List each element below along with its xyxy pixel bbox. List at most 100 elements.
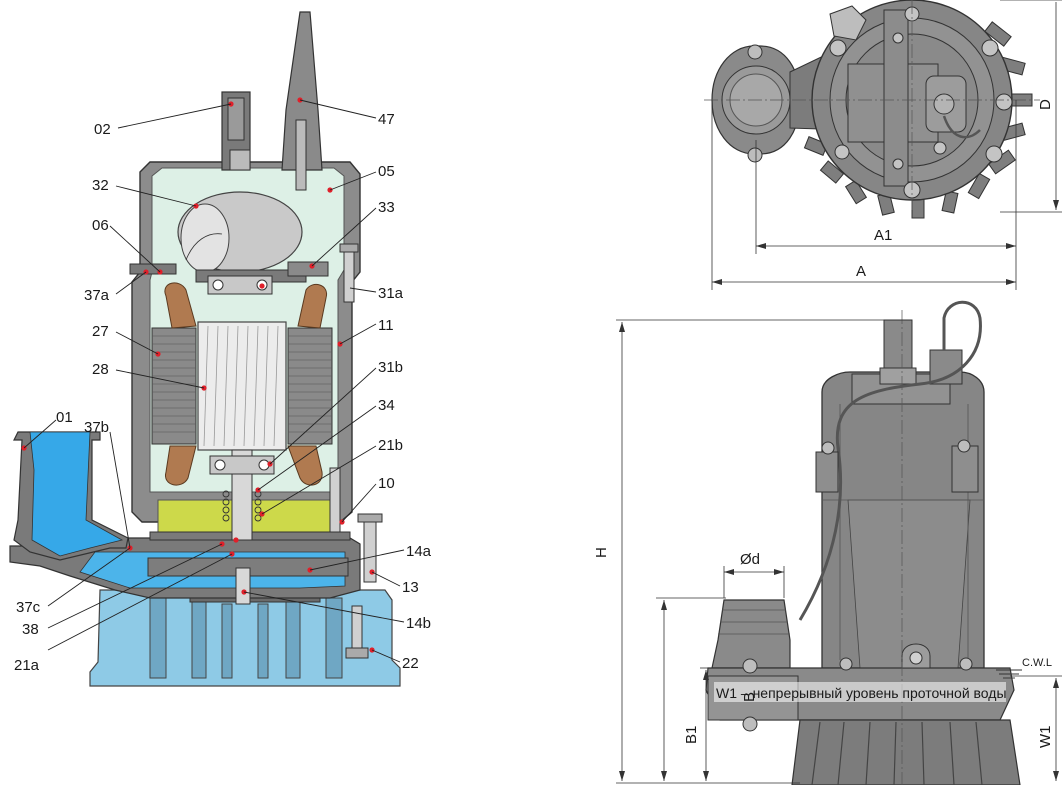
dim-d-arrow-left — [724, 569, 734, 575]
label-05: 05 — [378, 163, 395, 180]
right-top-bolt-head — [339, 243, 359, 253]
w-note-background — [714, 682, 1006, 702]
elev-side-bolt-right — [957, 439, 971, 453]
winding-bottom-left — [165, 445, 197, 486]
elev-side-bolt-left — [821, 441, 835, 455]
dim-d-label: Ød — [740, 551, 760, 568]
seal-spring — [222, 490, 262, 522]
label-01: 01 — [56, 409, 73, 426]
label-21b: 21b — [378, 437, 403, 454]
bolt-22-nut — [345, 647, 369, 659]
pump-base — [89, 589, 401, 687]
elev-pipe-ribs — [718, 609, 790, 635]
elev-top-bolt-2 — [959, 657, 973, 671]
label-31b: 31b — [378, 359, 403, 376]
dim-A1-arrow-right — [1006, 243, 1016, 249]
dim-A1-arrow-left — [756, 243, 766, 249]
plan-view: A1 A D — [704, 0, 1062, 290]
lower-bearing-ball-1 — [214, 459, 226, 471]
dim-B1-label: B1 — [683, 726, 700, 744]
lower-bearing — [209, 455, 275, 475]
dim-W1-label: W1 — [1037, 726, 1054, 749]
bearing-ball-1 — [212, 279, 224, 291]
label-02: 02 — [94, 121, 111, 138]
handle-bolt — [229, 149, 251, 171]
lower-bearing-ball-2 — [258, 459, 270, 471]
label-14a: 14a — [406, 543, 432, 560]
dim-D-label: D — [1037, 99, 1054, 110]
elev-flange-left — [815, 451, 839, 493]
label-10: 10 — [378, 475, 395, 492]
label-32: 32 — [92, 177, 109, 194]
handle-grip — [227, 97, 245, 141]
elev-eye-hole — [909, 651, 923, 665]
elev-base — [791, 719, 1021, 785]
cable-gland — [281, 11, 323, 171]
label-22: 22 — [402, 655, 419, 672]
stator-right — [287, 327, 333, 445]
rotor-slots — [203, 325, 279, 447]
winding-bottom-right — [287, 445, 323, 486]
plan-cable-port — [933, 93, 955, 115]
dim-B1-arrow-top — [703, 670, 709, 680]
cable-core — [295, 119, 307, 191]
label-06: 06 — [92, 217, 109, 234]
winding-top-right — [297, 283, 328, 329]
dim-A-label: A — [856, 263, 866, 280]
plan-bolts — [829, 6, 1013, 199]
label-37a: 37a — [84, 287, 110, 304]
plan-cable-loop — [942, 115, 981, 139]
plan-flange-bolt-top — [747, 44, 763, 60]
label-47: 47 — [378, 111, 395, 128]
dim-H-arrow-top — [619, 322, 625, 332]
elev-flange-bolt-2 — [742, 716, 758, 732]
stator-lamination-lines — [152, 335, 332, 433]
elevation-view: H B1 Ød W1 C.W.L W1 – непреры — [593, 300, 1062, 785]
dim-W1-arrow-top — [1053, 678, 1059, 688]
left-flange-bolt — [129, 263, 177, 275]
elev-cable-nut — [879, 367, 917, 385]
elev-power-cable — [798, 300, 982, 621]
w-note: W1 – непрерывный уровень проточной воды — [716, 685, 1007, 701]
thermal-protector — [287, 261, 329, 277]
shaft-lower — [235, 567, 251, 605]
discharge-pipe-water — [29, 431, 124, 557]
dim-B1-arrow-bottom — [703, 771, 709, 781]
dim-H-arrow-bottom — [619, 771, 625, 781]
dim-W1-arrow-bottom — [1053, 771, 1059, 781]
label-21a: 21a — [14, 657, 40, 674]
label-37b: 37b — [84, 419, 109, 436]
winding-top-left — [164, 282, 197, 329]
plan-fins — [803, 21, 1033, 219]
label-37c: 37c — [16, 599, 41, 616]
elev-top-bolt-1 — [839, 657, 853, 671]
dim-B-arrow-bottom — [661, 771, 667, 781]
leader-lines — [23, 99, 405, 663]
dim-A-arrow-left — [712, 279, 722, 285]
right-top-bolt — [343, 245, 355, 303]
water-level-symbol — [996, 669, 1022, 679]
dim-D-arrow-bottom — [1053, 200, 1059, 210]
label-14b: 14b — [406, 615, 431, 632]
cutaway-view: 02 47 32 05 06 33 37a 31a 27 11 28 31b 0… — [9, 11, 432, 687]
rotor — [197, 321, 287, 451]
upper-bearing — [207, 275, 273, 295]
capacitor-cap — [180, 203, 230, 273]
label-33: 33 — [378, 199, 395, 216]
elev-motor-taper — [847, 499, 971, 669]
label-31a: 31a — [378, 285, 404, 302]
dim-d-arrow-right — [774, 569, 784, 575]
elev-base-ribs — [811, 721, 983, 785]
label-28: 28 — [92, 361, 109, 378]
dim-B-arrow-top — [661, 600, 667, 610]
label-13: 13 — [402, 579, 419, 596]
plan-lifting-eye — [829, 5, 867, 41]
capacitor-wire — [185, 233, 223, 261]
elev-flange-bolt-1 — [742, 658, 758, 674]
elev-flange-right — [951, 445, 979, 493]
label-27: 27 — [92, 323, 109, 340]
dim-A1-label: A1 — [874, 227, 892, 244]
dim-H-label: H — [593, 547, 610, 558]
dim-A-arrow-right — [1006, 279, 1016, 285]
